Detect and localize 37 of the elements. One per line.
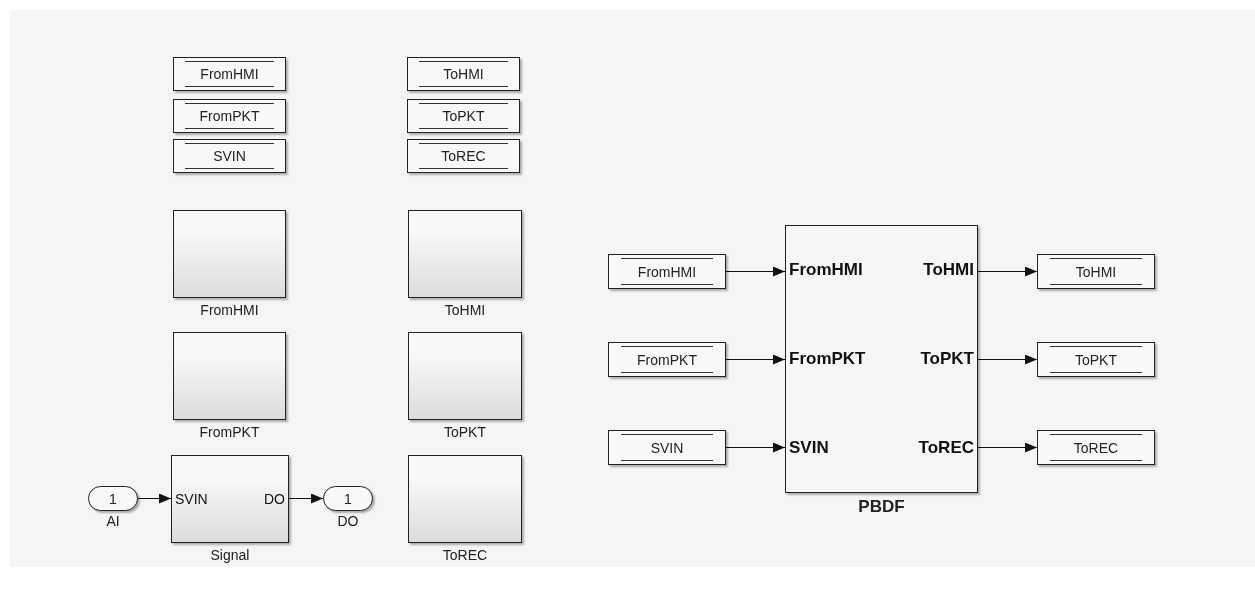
port-label: DO [336,513,360,529]
input-port-label: FromHMI [789,259,863,280]
block-label: ToPKT [443,424,487,440]
goto-tag-block: SVIN [173,139,286,173]
signal-arrow [725,266,786,277]
input-port-label: SVIN [175,491,208,507]
goto-tag-block: ToPKT [1037,342,1155,377]
block-label: Signal [209,547,251,563]
goto-tag-block: ToHMI [1037,254,1155,289]
signal-arrow [725,354,786,365]
input-port-label: FromPKT [789,349,866,369]
signal-arrow [977,266,1038,277]
goto-tag-block: ToREC [407,139,520,173]
output-port-label: DO [264,491,285,507]
signal-arrow [977,354,1038,365]
goto-tag-block: FromHMI [608,254,726,289]
block-label: PBDF [857,497,906,517]
input-port-label: SVIN [789,438,829,459]
block-label: ToHMI [443,302,487,318]
output-port-label: ToHMI [923,259,974,280]
goto-tag-block: FromPKT [608,342,726,377]
signal-arrow [725,442,786,453]
output-port-label: ToPKT [920,349,974,369]
goto-tag-block: FromPKT [173,99,286,133]
signal-arrow [977,442,1038,453]
signal-arrow [137,493,172,504]
goto-tag-block: ToREC [1037,430,1155,465]
goto-tag-block: ToPKT [407,99,520,133]
goto-tag-block: SVIN [608,430,726,465]
output-port-label: ToREC [918,438,974,459]
port-label: AI [105,513,121,529]
goto-tag-block: FromHMI [173,57,286,91]
block-label: FromHMI [199,302,260,318]
signal-arrow [288,493,324,504]
block-label: FromPKT [198,424,261,440]
block-label: ToREC [441,547,489,563]
goto-tag-block: ToHMI [407,57,520,91]
